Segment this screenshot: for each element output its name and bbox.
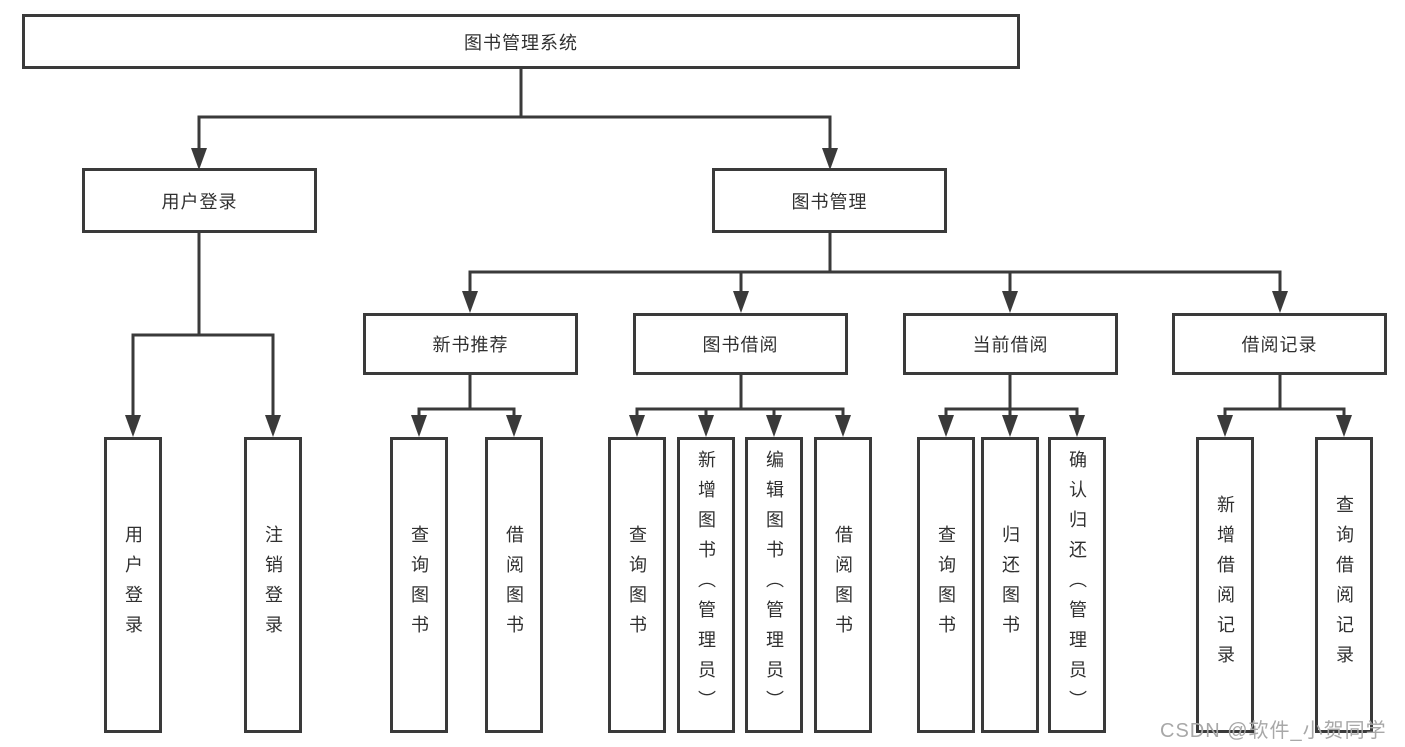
node-add-borrow-record: 新增借阅记录 (1196, 437, 1254, 733)
node-borrowing-records: 借阅记录 (1172, 313, 1387, 375)
node-user-login-leaf-label: 用户登录 (123, 525, 143, 645)
node-logout-leaf: 注销登录 (244, 437, 302, 733)
node-query-books-borrow: 查询图书 (608, 437, 666, 733)
node-query-books-borrow-label: 查询图书 (627, 525, 647, 645)
node-user-login-leaf: 用户登录 (104, 437, 162, 733)
node-confirm-return-admin: 确认归还（管理员） (1048, 437, 1106, 733)
node-borrowing-records-label: 借阅记录 (1241, 335, 1318, 355)
node-book-borrowing-label: 图书借阅 (702, 335, 779, 355)
node-add-book-admin-label: 新增图书（管理员） (696, 450, 716, 720)
node-edit-book-admin: 编辑图书（管理员） (745, 437, 803, 733)
node-add-borrow-record-label: 新增借阅记录 (1215, 495, 1235, 675)
node-new-book-recommend: 新书推荐 (363, 313, 578, 375)
node-query-books-recommend: 查询图书 (390, 437, 448, 733)
node-borrow-books-recommend: 借阅图书 (485, 437, 543, 733)
node-current-borrowing-label: 当前借阅 (972, 335, 1049, 355)
node-return-book: 归还图书 (981, 437, 1039, 733)
node-user-login-branch: 用户登录 (82, 168, 317, 233)
node-borrow-books-leaf: 借阅图书 (814, 437, 872, 733)
node-query-books-current: 查询图书 (917, 437, 975, 733)
node-new-book-recommend-label: 新书推荐 (432, 335, 509, 355)
node-query-borrow-record: 查询借阅记录 (1315, 437, 1373, 733)
node-borrow-books-leaf-label: 借阅图书 (833, 525, 853, 645)
node-library-system-label: 图书管理系统 (464, 32, 578, 53)
node-logout-leaf-label: 注销登录 (263, 525, 283, 645)
node-book-management-label: 图书管理 (791, 191, 868, 212)
node-edit-book-admin-label: 编辑图书（管理员） (764, 450, 784, 720)
node-user-login-branch-label: 用户登录 (161, 191, 238, 212)
csdn-watermark: CSDN @软件_小贺同学 (1160, 720, 1387, 742)
node-library-system: 图书管理系统 (22, 14, 1020, 69)
node-confirm-return-admin-label: 确认归还（管理员） (1067, 450, 1087, 720)
node-book-management: 图书管理 (712, 168, 947, 233)
node-add-book-admin: 新增图书（管理员） (677, 437, 735, 733)
node-return-book-label: 归还图书 (1000, 525, 1020, 645)
node-query-books-current-label: 查询图书 (936, 525, 956, 645)
node-book-borrowing: 图书借阅 (633, 313, 848, 375)
node-query-borrow-record-label: 查询借阅记录 (1334, 495, 1354, 675)
node-borrow-books-recommend-label: 借阅图书 (504, 525, 524, 645)
node-query-books-recommend-label: 查询图书 (409, 525, 429, 645)
node-current-borrowing: 当前借阅 (903, 313, 1118, 375)
